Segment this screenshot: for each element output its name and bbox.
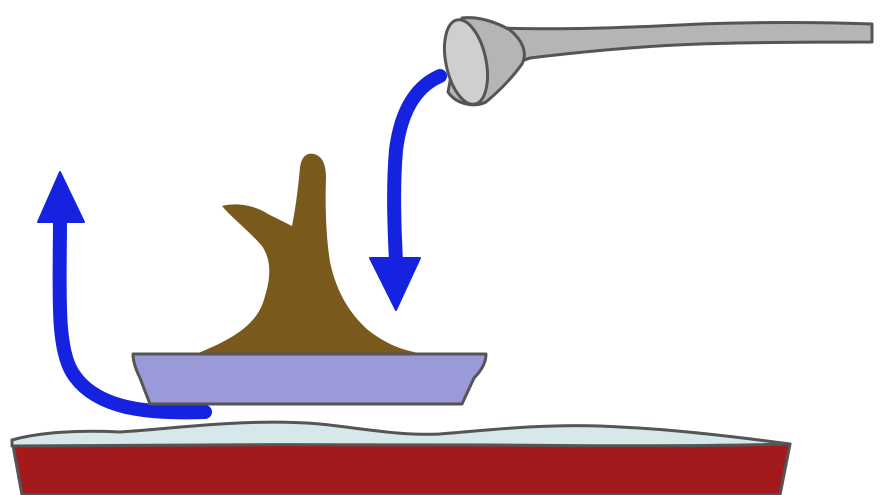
bonsai-pot (133, 354, 486, 404)
humidity-tray-water (12, 422, 790, 446)
water-in-arrow-shaft (394, 76, 440, 262)
bonsai-pot-body (133, 354, 486, 404)
watering-spout-handle (498, 23, 872, 81)
watering-can-spout-icon (437, 16, 872, 108)
water-in-arrow (370, 76, 440, 310)
humidity-tray (12, 422, 790, 495)
humidity-tray-base (12, 440, 790, 495)
arrow-down-icon (370, 258, 420, 310)
arrow-up-icon (38, 172, 84, 222)
